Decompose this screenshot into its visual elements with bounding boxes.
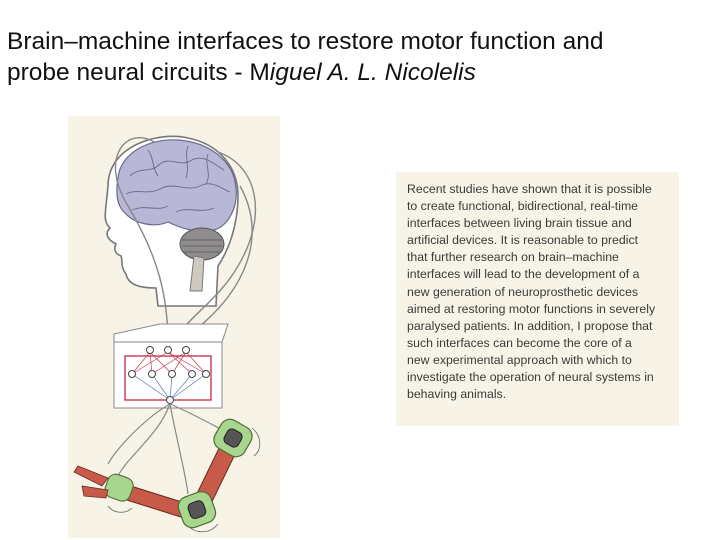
title-line-2-text: probe neural circuits - M: [7, 59, 270, 86]
robotic-arm-icon: [74, 416, 260, 532]
abstract-line: behaving animals.: [407, 386, 673, 403]
decoder-box-top: [114, 324, 228, 342]
abstract-box: Recent studies have shown that it is pos…: [396, 172, 679, 426]
abstract-line: interfaces between living brain tissue a…: [407, 215, 673, 232]
abstract-line: artificial devices. It is reasonable to …: [407, 232, 673, 249]
title-line-1: Brain–machine interfaces to restore moto…: [7, 26, 712, 57]
abstract-line: paralysed patients. In addition, I propo…: [407, 318, 673, 335]
abstract-line: to create functional, bidirectional, rea…: [407, 198, 673, 215]
author-name: iguel A. L. Nicolelis: [270, 59, 476, 86]
abstract-line: that further research on brain–machine: [407, 249, 673, 266]
brain-machine-interface-illustration: [68, 116, 280, 538]
cerebellum-icon: [180, 228, 224, 260]
title-line-2: probe neural circuits - Miguel A. L. Nic…: [7, 57, 712, 88]
abstract-line: new generation of neuroprosthetic device…: [407, 284, 673, 301]
illustration-svg: [68, 116, 280, 538]
slide-title: Brain–machine interfaces to restore moto…: [7, 26, 712, 88]
abstract-line: aimed at restoring motor functions in se…: [407, 301, 673, 318]
abstract-line: investigate the operation of neural syst…: [407, 369, 673, 386]
abstract-line: interfaces will lead to the development …: [407, 266, 673, 283]
abstract-line: new experimental approach with which to: [407, 352, 673, 369]
abstract-line: such interfaces can become the core of a: [407, 335, 673, 352]
abstract-line: Recent studies have shown that it is pos…: [407, 181, 673, 198]
